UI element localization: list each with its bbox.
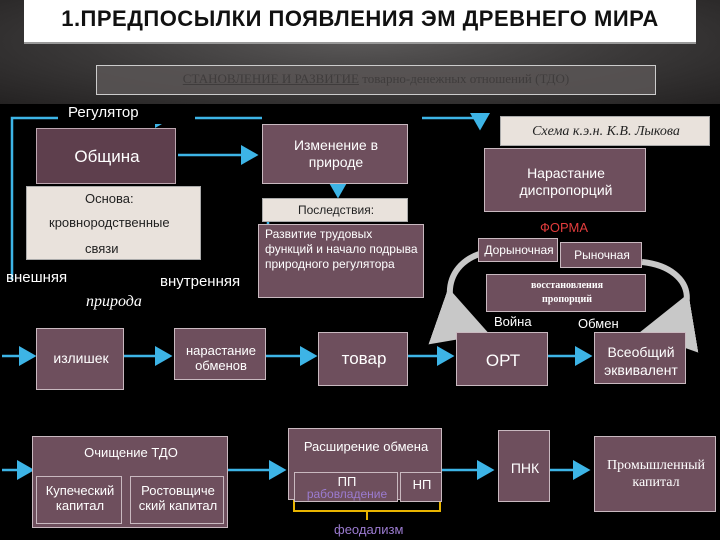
izlishek-label: излишек bbox=[53, 350, 109, 366]
razvitie-box: Развитие трудовых функций и начало подры… bbox=[258, 224, 424, 298]
razvitie-label: Развитие трудовых функций и начало подры… bbox=[265, 227, 418, 271]
vseobshchiy-box: Всеобщий эквивалент bbox=[594, 332, 686, 384]
rabovladenie-label: рабовладение bbox=[306, 487, 388, 501]
rasshirenie-label: Расширение обмена bbox=[303, 439, 429, 454]
page-title: 1.ПРЕДПОСЫЛКИ ПОЯВЛЕНИЯ ЭМ ДРЕВНЕГО МИРА bbox=[61, 6, 659, 31]
ochishchenie-label: Очищение ТДО bbox=[84, 445, 178, 460]
loop-arrow-right bbox=[640, 259, 699, 353]
vosstanovlenie-box: восстановления пропорций bbox=[486, 274, 646, 312]
arrow-top-right bbox=[422, 113, 490, 131]
tovar-box: товар bbox=[318, 332, 408, 386]
vnutrennyaya-label: внутренняя bbox=[160, 273, 241, 290]
subtitle-box: СТАНОВЛЕНИЕ И РАЗВИТИЕ товарно-денежных … bbox=[96, 65, 656, 95]
subtitle-part2: товарно-денежных отношений (ТДО) bbox=[358, 71, 570, 86]
ort-box: ОРТ bbox=[456, 332, 548, 386]
obshchina-label: Община bbox=[74, 147, 140, 166]
rynochnaya-box: Рыночная bbox=[560, 242, 642, 268]
tovar-label: товар bbox=[341, 349, 387, 368]
priroda-label: природа bbox=[86, 293, 142, 310]
schema-box: Схема к.э.н. К.В. Лыкова bbox=[500, 116, 710, 146]
voyna-label: Война bbox=[494, 314, 532, 329]
vosstanovlenie-label: восстановления пропорций bbox=[530, 280, 603, 305]
dorynochnaya-label: Дорыночная bbox=[484, 243, 554, 257]
rynochnaya-label: Рыночная bbox=[574, 248, 630, 262]
obshchina-box: Община bbox=[36, 128, 176, 184]
regulator-label: Регулятор bbox=[68, 104, 139, 121]
vseobshchiy-label: Всеобщий эквивалент bbox=[604, 344, 678, 378]
schema-label: Схема к.э.н. К.В. Лыкова bbox=[532, 124, 680, 139]
dorynochnaya-box: Дорыночная bbox=[478, 238, 558, 262]
kupecheskiy-box: Купеческий капитал bbox=[36, 476, 122, 524]
obmen-label: Обмен bbox=[578, 316, 619, 331]
narastanie-obmenov-box: нарастание обменов bbox=[174, 328, 266, 380]
kupecheskiy-label: Купеческий капитал bbox=[45, 483, 115, 513]
np-box: НП bbox=[400, 472, 442, 502]
feodalizm-label: феодализм bbox=[334, 522, 404, 537]
pp-box: ПП рабовладение bbox=[294, 472, 398, 502]
pnk-label: ПНК bbox=[510, 460, 540, 476]
osnova-line2: кровнородственные bbox=[49, 215, 170, 230]
loop-arrow-left bbox=[428, 249, 490, 345]
pp-label: ПП bbox=[337, 474, 357, 489]
izmenenie-label: Изменение в природе bbox=[293, 137, 379, 170]
forma-label: ФОРМА bbox=[540, 220, 589, 235]
posledstviya-label: Последствия: bbox=[297, 203, 375, 217]
izlishek-box: излишек bbox=[36, 328, 124, 390]
rostovshchicheskiy-box: Ростовщиче ский капитал bbox=[130, 476, 224, 524]
narastanie-disp-label: Нарастание диспропорций bbox=[519, 165, 613, 198]
narastanie-obmenov-label: нарастание обменов bbox=[185, 343, 257, 373]
title-box: 1.ПРЕДПОСЫЛКИ ПОЯВЛЕНИЯ ЭМ ДРЕВНЕГО МИРА bbox=[24, 0, 696, 44]
ort-label: ОРТ bbox=[485, 351, 521, 370]
narastanie-disp-box: Нарастание диспропорций bbox=[484, 148, 646, 212]
vneshnyaya-label: внешняя bbox=[6, 269, 68, 286]
subtitle-part1: СТАНОВЛЕНИЕ И РАЗВИТИЕ bbox=[182, 71, 359, 86]
subtitle: СТАНОВЛЕНИЕ И РАЗВИТИЕ товарно-денежных … bbox=[97, 71, 655, 87]
osnova-label: Основа: bbox=[85, 191, 134, 206]
posledstviya-box: Последствия: bbox=[262, 198, 408, 222]
np-label: НП bbox=[412, 477, 432, 492]
promyshlenny-label: Промышленный капитал bbox=[607, 458, 705, 490]
pnk-box: ПНК bbox=[498, 430, 550, 502]
osnova-line3: связи bbox=[85, 241, 119, 256]
osnova-box: Основа: кровнородственные связи bbox=[26, 186, 201, 260]
rostovshchicheskiy-label: Ростовщиче ский капитал bbox=[138, 483, 218, 513]
regulator-box: Регулятор bbox=[58, 104, 186, 124]
izmenenie-box: Изменение в природе bbox=[262, 124, 408, 184]
promyshlenny-box: Промышленный капитал bbox=[594, 436, 716, 512]
